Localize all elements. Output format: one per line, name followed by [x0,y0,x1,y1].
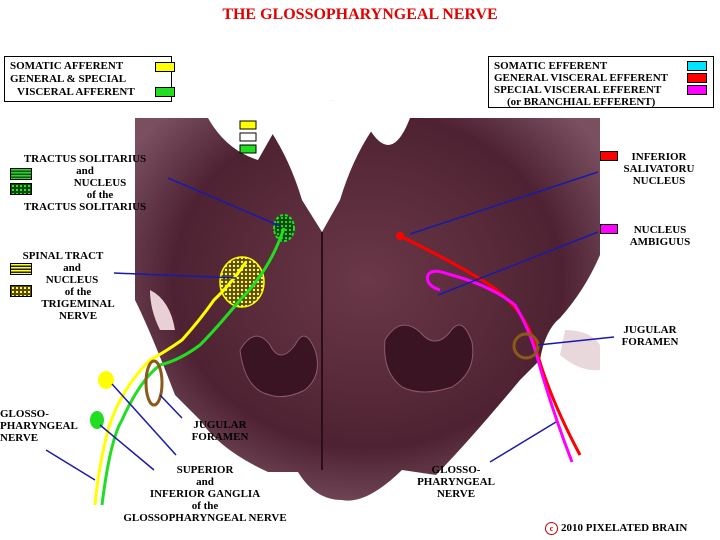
inferior-salivatory-nucleus [396,232,404,240]
swatch-tractus-solitarius-nucleus [10,183,32,195]
label-glossopharyngeal-nerve-right: GLOSSO- PHARYNGEAL NERVE [417,464,495,500]
label-spinal-tract: SPINAL TRACT and NUCLEUS of the TRIGEMIN… [22,250,115,322]
swatch-spinal-nucleus [10,285,32,297]
legend-row-visceral-afferent: VISCERAL AFFERENT [17,86,135,98]
legend-row-somatic-afferent: SOMATIC AFFERENT [10,60,124,72]
label-inferior-salivatory-nucleus: INFERIOR SALIVATORU NUCLEUS [623,151,695,187]
special-visceral-efferent-path [426,269,574,463]
label-ganglia: SUPERIOR and INFERIOR GANGLIA of the GLO… [123,464,287,524]
label-jugular-foramen-left: JUGULAR FORAMEN [191,419,249,443]
swatch-general-visceral-efferent [687,73,707,83]
jugular-foramen-left [144,359,164,407]
legend-row-somatic-efferent: SOMATIC EFFERENT [494,60,608,72]
swatch-visceral-afferent [155,87,175,97]
somatic-afferent-path [93,261,248,506]
legend-row-special-visceral-efferent: SPECIAL VISCERAL EFFERENT [494,84,662,96]
swatch-inferior-salivatory [600,151,618,161]
swatch-somatic-afferent [155,62,175,72]
label-nucleus-ambiguus: NUCLEUS AMBIGUUS [629,224,691,248]
chip-white [239,132,257,142]
chip-somatic-afferent [239,120,257,130]
copyright-icon: c [545,522,558,535]
legend-row-general-visceral-efferent: GENERAL VISCERAL EFFERENT [494,72,669,84]
label-glossopharyngeal-nerve-left: GLOSSO- PHARYNGEAL NERVE [0,408,78,444]
pointer-lines [45,171,615,481]
swatch-special-visceral-efferent [687,85,707,95]
superior-ganglion [98,371,114,389]
legend-row-branchial-efferent: (or BRANCHIAL EFFERENT) [507,96,656,108]
swatch-nucleus-ambiguus [600,224,618,234]
legend-afferent: SOMATIC AFFERENT GENERAL & SPECIAL VISCE… [4,56,175,102]
visceral-afferent-path [100,227,286,506]
legend-efferent: SOMATIC EFFERENT GENERAL VISCERAL EFFERE… [488,56,714,108]
swatch-spinal-tract [10,263,32,275]
swatch-tractus-solitarius-tract [10,168,32,180]
page-title: THE GLOSSOPHARYNGEAL NERVE [222,6,498,23]
medulla-section [135,99,600,501]
spinal-trigeminal-nucleus [219,256,265,308]
label-tractus-solitarius: TRACTUS SOLITARIUS and NUCLEUS of the TR… [23,153,147,213]
legend-row-general-special: GENERAL & SPECIAL [10,73,127,85]
jugular-foramen-right [512,332,540,360]
swatch-somatic-efferent [687,61,707,71]
label-jugular-foramen-right: JUGULAR FORAMEN [621,324,679,348]
chip-visceral-afferent [239,144,257,154]
